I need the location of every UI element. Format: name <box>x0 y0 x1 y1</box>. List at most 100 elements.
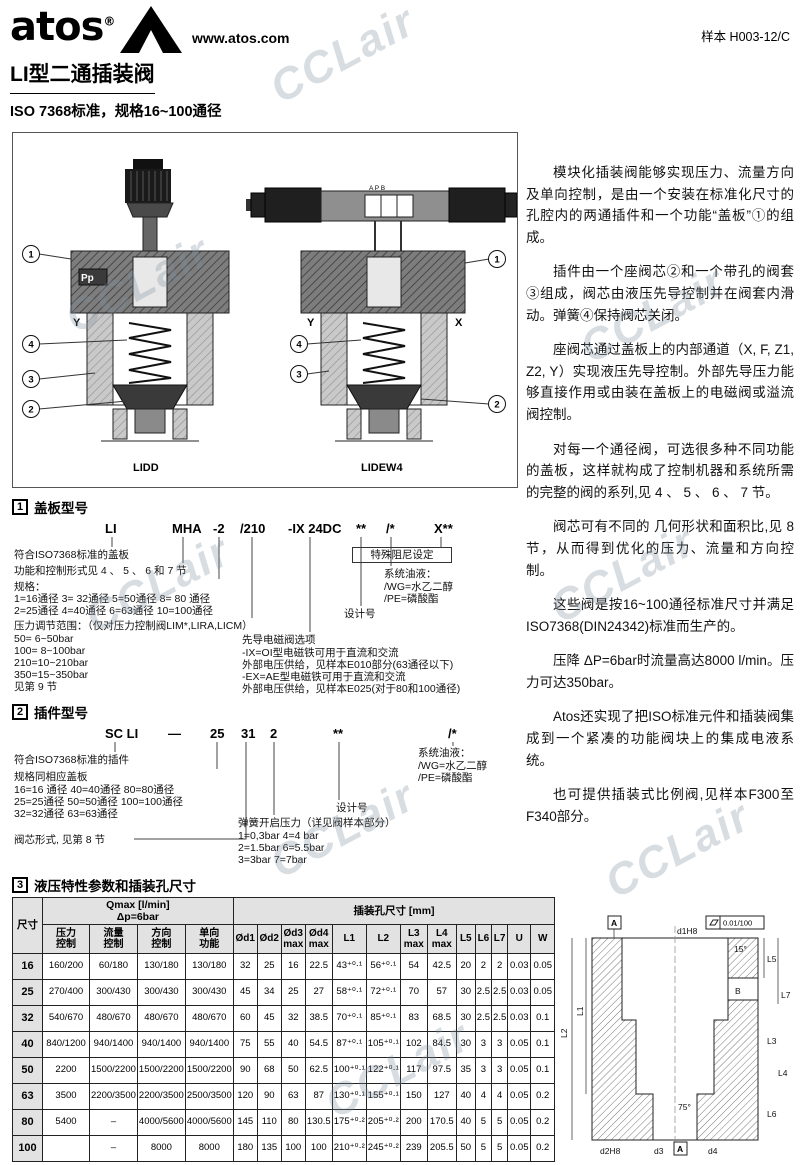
label-size-title: 规格： <box>14 581 46 593</box>
table-cell: 2200/3500 <box>89 1083 138 1110</box>
section-2-title: 插件型号 <box>34 706 88 721</box>
table-cell: 75 <box>232 1031 258 1058</box>
table-cell: 170.5 <box>426 1109 457 1136</box>
intro-paragraph: 模块化插装阀能够实现压力、流量方向及单向控制，是由一个安装在标准化尺寸的孔腔内的… <box>526 165 794 245</box>
col-header: L4 max <box>426 924 457 954</box>
table-cell: – <box>89 1109 138 1136</box>
callout-4b: 4 <box>296 340 302 351</box>
table-cell: 840/1200 <box>42 1031 90 1058</box>
table-cell: 2.5 <box>474 1005 493 1032</box>
solenoid-right <box>448 187 506 223</box>
table-cell: 0.03 <box>507 953 532 980</box>
table-cell: 2200 <box>42 1057 90 1084</box>
intro-paragraph: 阀芯可有不同的 几何形状和面积比,见 8 节，从而得到优化的压力、流量和方向控制… <box>526 519 794 578</box>
table-cell: 25 <box>256 953 282 980</box>
table-cell: 540/670 <box>42 1005 90 1032</box>
table-cell: 205.5 <box>426 1135 457 1162</box>
label-pressure-4: 350=15~350bar <box>14 669 89 681</box>
table-cell: 0.05 <box>507 1057 532 1084</box>
table-cell: 245⁺⁰·² <box>365 1135 401 1162</box>
spring-right <box>362 322 406 384</box>
table-cell: 5 <box>491 1109 509 1136</box>
table-cell: 0.03 <box>507 979 532 1006</box>
dim-angle-top: 15° <box>734 944 747 954</box>
registered-mark-icon: ® <box>103 14 115 29</box>
callout-2: 2 <box>28 405 33 416</box>
intro-paragraph: 也可提供插装式比例阀,见样本F300至F340部分。 <box>526 787 794 824</box>
table-cell: 130/180 <box>136 953 186 980</box>
table-cell: 30 <box>455 1005 476 1032</box>
label-fluid2-title: 系统油液： <box>418 747 471 759</box>
table-cell: 127 <box>426 1083 457 1110</box>
table-cell: 480/670 <box>136 1005 186 1032</box>
table-cell: 0.05 <box>507 1083 532 1110</box>
table-cell: 34 <box>256 979 282 1006</box>
table-cell: 45 <box>232 979 258 1006</box>
label-pilot-title: 先导电磁阀选项 <box>242 634 316 646</box>
table-cell: 27 <box>304 979 333 1006</box>
label-function: 功能和控制形式见 4 、 5 、 6 和 7 节 <box>14 565 187 577</box>
table-cell: 90 <box>256 1083 282 1110</box>
table-cell: 270/400 <box>42 979 90 1006</box>
table-cell: 87 <box>304 1083 333 1110</box>
atos-logo: atos® <box>10 4 115 50</box>
size-cell: 40 <box>12 1031 43 1058</box>
label-design2: 设计号 <box>336 802 368 814</box>
label-size2-3: 32=32通径 63=63通径 <box>14 808 118 820</box>
table-cell: 0.03 <box>507 1005 532 1032</box>
table-cell: 4 <box>491 1083 509 1110</box>
website-link[interactable]: www.atos.com <box>192 30 290 46</box>
section-2-number: 2 <box>12 704 28 720</box>
col-header: 压力 控制 <box>42 924 90 954</box>
label-size-1: 1=16通径 3= 32通径 5=50通径 8= 80 通径 <box>14 593 211 605</box>
table-cell: 2 <box>491 953 509 980</box>
valve-drawings: Pp Y X 1 4 3 2 LIDD <box>22 159 518 474</box>
table-cell: 300/430 <box>184 979 234 1006</box>
connector-right <box>504 192 518 218</box>
callout-circle <box>22 245 40 263</box>
code-seg-mha: MHA <box>172 521 202 536</box>
col-header: Ød3 max <box>280 924 306 954</box>
adjust-knob <box>125 169 171 203</box>
table-cell: 155⁺⁰·¹ <box>365 1083 401 1110</box>
table-cell: 32 <box>232 953 258 980</box>
table-cell: 58⁺⁰·¹ <box>331 979 367 1006</box>
port-label-y: Y <box>73 317 81 329</box>
col-header: 流量 控制 <box>89 924 138 954</box>
atos-triangle-logo-icon <box>118 4 184 59</box>
col-header: L6 <box>474 924 493 954</box>
col-header-size: 尺寸 <box>12 897 43 954</box>
table-cell: 130⁺⁰·¹ <box>331 1083 367 1110</box>
label-fluid2-wg: /WG=水乙二醇 <box>418 760 488 772</box>
table-cell: 1500/2200 <box>184 1057 234 1084</box>
table-cell: 70 <box>399 979 428 1006</box>
dim-l2: L2 <box>559 1028 569 1038</box>
label-spool: 阀芯形式, 见第 8 节 <box>14 834 106 846</box>
label-spring-1: 1=0,3bar 4=4 bar <box>238 830 319 842</box>
label-size-2: 2=25通径 4=40通径 6=63通径 10=100通径 <box>14 605 214 617</box>
leader-lines-2 <box>114 742 454 840</box>
col-header: L1 <box>331 924 367 954</box>
label-pressure-1: 50= 6~50bar <box>14 633 74 645</box>
page-title: LI型二通插装阀 <box>10 58 155 94</box>
col-header: U <box>507 924 532 954</box>
table-cell: 0.2 <box>530 1109 556 1136</box>
intro-paragraph: 压降 ΔP=6bar时流量高达8000 l/min。压力可达350bar。 <box>526 653 794 690</box>
table-cell: 0.05 <box>530 979 556 1006</box>
col-header-cavity: 插装孔尺寸 [mm] <box>232 897 556 925</box>
doc-reference: 样本 H003-12/C <box>701 30 790 44</box>
table-cell: 1500/2200 <box>89 1057 138 1084</box>
sleeve-left-wall <box>86 312 114 406</box>
size-cell: 32 <box>12 1005 43 1032</box>
table-cell: 54 <box>399 953 428 980</box>
table-cell: 480/670 <box>89 1005 138 1032</box>
label-fluid-pe: /PE=磷酸酯 <box>384 593 439 605</box>
label-cover-std: 符合ISO7368标准的盖板 <box>14 549 129 561</box>
callout-3b: 3 <box>296 370 301 381</box>
table-cell: 20 <box>455 953 476 980</box>
table-header-row-1: 尺寸 Qmax [l/min] Δp=6bar 插装孔尺寸 [mm] <box>12 897 556 954</box>
table-cell: 5 <box>491 1135 509 1162</box>
table-cell: 62.5 <box>304 1057 333 1084</box>
